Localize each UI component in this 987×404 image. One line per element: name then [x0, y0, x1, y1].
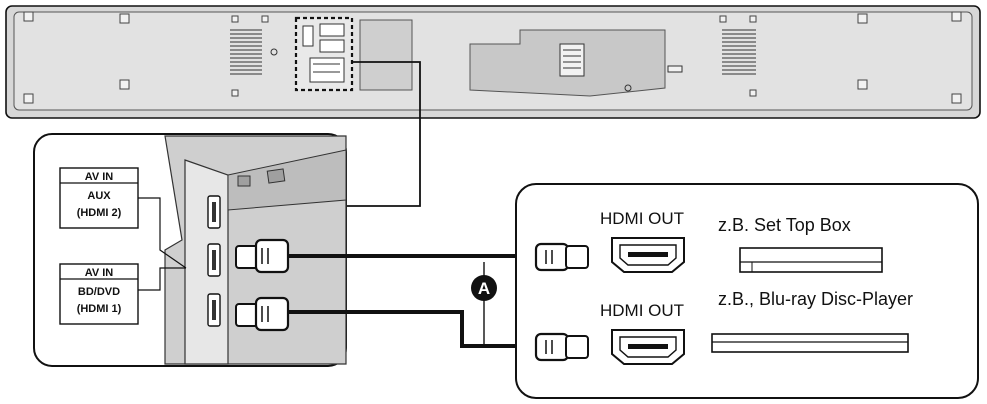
- hdmi-plug-aux: [235, 238, 290, 274]
- device-bottom-name: z.B., Blu-ray Disc-Player: [718, 289, 913, 309]
- label-bd: AV IN BD/DVD (HDMI 1): [59, 263, 139, 325]
- zoom-panel: AV IN AUX (HDMI 2) AV IN BD/DVD (HDMI 1): [33, 133, 347, 367]
- hdmi-out-socket-top: [611, 237, 685, 273]
- bluray-player-device: [711, 333, 909, 353]
- device-top-name: z.B. Set Top Box: [718, 215, 851, 235]
- device-panel: HDMI OUT HDMI OUT z.B. Set Top Box z.B.,…: [515, 183, 979, 399]
- label-aux-line2: (HDMI 2): [77, 207, 122, 219]
- callout-a: A: [471, 275, 497, 301]
- hdmi-plug-device-bottom: [534, 332, 589, 362]
- hdmi-out-socket-bottom: [611, 329, 685, 365]
- label-aux-title: AV IN: [85, 171, 114, 183]
- soundbar-rear: [5, 5, 981, 119]
- callout-a-letter: A: [478, 279, 490, 298]
- set-top-box-device: [739, 247, 883, 273]
- cable-bottom: [288, 310, 538, 348]
- label-bd-line1: BD/DVD: [78, 286, 120, 298]
- label-bd-title: AV IN: [85, 267, 114, 279]
- label-aux: AV IN AUX (HDMI 2): [59, 167, 139, 229]
- device-top-port-label: HDMI OUT: [600, 209, 684, 228]
- device-bottom-port-label: HDMI OUT: [600, 301, 684, 320]
- label-aux-line1: AUX: [87, 190, 111, 202]
- zoom-leader-line: [346, 61, 421, 207]
- hdmi-plug-bd: [235, 296, 290, 332]
- label-bd-line2: (HDMI 1): [77, 303, 122, 315]
- hdmi-plug-device-top: [534, 242, 589, 272]
